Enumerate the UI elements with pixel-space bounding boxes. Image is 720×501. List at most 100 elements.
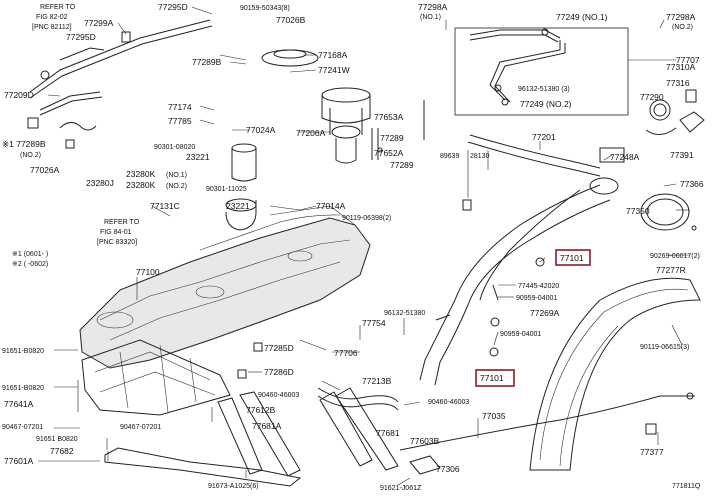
part-label-23221-b[interactable]: 23221 (226, 201, 250, 211)
part-label-77681[interactable]: 77681 (376, 428, 400, 438)
fuel-door (640, 89, 705, 231)
part-label-77350[interactable]: 77350 (626, 206, 650, 216)
part-label-77366[interactable]: 77366 (680, 179, 704, 189)
part-label-77785[interactable]: 77785 (168, 116, 192, 126)
part-label-90959-04001-a[interactable]: 90959-04001 (516, 295, 557, 302)
part-label-90119-06398[interactable]: 90119-06398(2) (342, 215, 391, 222)
part-label-77754[interactable]: 77754 (362, 318, 386, 328)
part-label-90467-07201-b[interactable]: 90467-07201 (120, 424, 161, 431)
part-label-77299A[interactable]: 77299A (84, 18, 114, 28)
part-label-77269A[interactable]: 77269A (530, 308, 560, 318)
part-label-77014A[interactable]: 77014A (316, 201, 346, 211)
part-label-77298A-right-note: (NO.2) (672, 24, 693, 31)
catalog-code: 771811Q (672, 483, 701, 490)
part-label-77603B[interactable]: 77603B (410, 436, 440, 446)
part-label-28130[interactable]: 28130 (470, 153, 490, 160)
part-label-77100[interactable]: 77100 (136, 267, 160, 277)
part-label-77601A[interactable]: 77601A (4, 456, 34, 466)
part-label-77248A[interactable]: 77248A (610, 152, 640, 162)
refer-note-2-line1: REFER TO (104, 219, 140, 226)
part-label-77707[interactable]: 77707 (676, 55, 700, 65)
part-label-90959-04001-b[interactable]: 90959-04001 (500, 331, 541, 338)
part-label-77298A-right[interactable]: 77298A (666, 12, 696, 22)
highlight-box-77101-upper (555, 249, 591, 266)
fender-liner (529, 277, 701, 471)
part-label-77201[interactable]: 77201 (532, 132, 556, 142)
part-label-77209D[interactable]: 77209D (4, 90, 34, 100)
part-label-77295D-top[interactable]: 77295D (158, 2, 188, 12)
part-label-77024A[interactable]: 77024A (246, 125, 276, 135)
part-label-23221[interactable]: 23221 (186, 152, 210, 162)
part-label-77289B-left-note: (NO.2) (20, 152, 41, 159)
part-label-23280K-2-note: (NO.2) (166, 183, 187, 190)
part-label-77289B-top[interactable]: 77289B (192, 57, 222, 67)
part-label-77035[interactable]: 77035 (482, 411, 506, 421)
part-label-91651-B0820-c[interactable]: 91651 B0820 (36, 436, 78, 443)
part-label-90269-06017[interactable]: 90269-06017(2) (650, 253, 700, 260)
part-label-96132-51380-b[interactable]: 96132-51380 (384, 310, 425, 317)
part-label-77612B[interactable]: 77612B (246, 405, 276, 415)
part-label-91621-J061Z[interactable]: 91621-J061Z (380, 485, 422, 492)
part-label-91651-B0820-b[interactable]: 91651-B0820 (2, 385, 44, 392)
part-label-90301-08020[interactable]: 90301-08020 (154, 144, 195, 151)
part-label-91651-B0820-a[interactable]: 91651-B0820 (2, 348, 44, 355)
leader-lines (38, 6, 690, 486)
fuel-tank (79, 205, 371, 369)
part-label-77277R[interactable]: 77277R (656, 265, 686, 275)
part-label-77026B[interactable]: 77026B (276, 15, 306, 25)
part-label-77289-a[interactable]: 77289 (380, 133, 404, 143)
part-label-77653A[interactable]: 77653A (374, 112, 404, 122)
part-label-77286D[interactable]: 77286D (264, 367, 294, 377)
lower-hoses (237, 342, 695, 475)
tank-protector (81, 339, 231, 416)
part-label-77681A[interactable]: 77681A (252, 421, 282, 431)
part-label-77285D[interactable]: 77285D (264, 343, 294, 353)
part-label-77706[interactable]: 77706 (334, 348, 358, 358)
part-label-77652A[interactable]: 77652A (374, 148, 404, 158)
part-label-77249-no1[interactable]: 77249 (NO.1) (556, 12, 608, 22)
part-label-77306[interactable]: 77306 (436, 464, 460, 474)
part-label-90467-07201-a[interactable]: 90467-07201 (2, 424, 43, 431)
fuel-lines-top-left (27, 19, 213, 149)
part-label-77289-b[interactable]: 77289 (390, 160, 414, 170)
part-label-77445-42020[interactable]: 77445-42020 (518, 283, 559, 290)
part-label-77290[interactable]: 77290 (640, 92, 664, 102)
part-label-90119-06615[interactable]: 90119-06615(3) (640, 344, 689, 351)
refer-note-1-line1: REFER TO (40, 4, 76, 11)
part-label-77101-lower[interactable]: 77101 (480, 373, 504, 383)
part-label-23280K-1[interactable]: 23280K (126, 169, 156, 179)
part-label-77310A[interactable]: 77310A (666, 62, 696, 72)
part-label-77241W[interactable]: 77241W (318, 65, 350, 75)
tank-bands (104, 387, 399, 487)
part-label-77682[interactable]: 77682 (50, 446, 74, 456)
part-label-77206A[interactable]: 77206A (296, 128, 326, 138)
part-label-77289B-left[interactable]: ※1 77289B (2, 139, 46, 149)
part-label-77391[interactable]: 77391 (670, 150, 694, 160)
part-label-91673-A1025[interactable]: 91673-A1025(6) (208, 483, 259, 490)
part-label-77295D[interactable]: 77295D (66, 32, 96, 42)
legend-variant-1: ※1 (0601- ) (12, 251, 48, 258)
part-label-96132-51380-a[interactable]: 96132-51380 (3) (518, 86, 570, 93)
part-label-77641A[interactable]: 77641A (4, 399, 34, 409)
part-label-77174[interactable]: 77174 (168, 102, 192, 112)
part-label-77168A[interactable]: 77168A (318, 50, 348, 60)
part-label-77316[interactable]: 77316 (666, 78, 690, 88)
part-label-77377[interactable]: 77377 (640, 447, 664, 457)
refer-note-2-line3: [PNC 83320] (97, 239, 137, 246)
part-label-90301-11025[interactable]: 90301-11025 (206, 186, 247, 193)
part-label-90460-46003-b[interactable]: 90460-46003 (428, 399, 469, 406)
part-label-77249-no2[interactable]: 77249 (NO.2) (520, 99, 572, 109)
part-label-77131C[interactable]: 77131C (150, 201, 180, 211)
part-label-23280J[interactable]: 23280J (86, 178, 114, 188)
part-label-77298A-no1[interactable]: 77298A (418, 2, 448, 12)
part-label-89639[interactable]: 89639 (440, 153, 460, 160)
part-label-77213B[interactable]: 77213B (362, 376, 392, 386)
part-label-90159-50343[interactable]: 90159-50343(8) (240, 5, 290, 12)
part-label-77026A[interactable]: 77026A (30, 165, 60, 175)
highlight-box-77101-lower (475, 369, 515, 387)
part-label-23280K-2[interactable]: 23280K (126, 180, 156, 190)
refer-note-2-line2: FIG 84-01 (100, 229, 132, 236)
part-label-77101-upper[interactable]: 77101 (560, 253, 584, 263)
part-label-90460-46003-a[interactable]: 90460-46003 (258, 392, 299, 399)
filler-pipe (419, 134, 625, 386)
